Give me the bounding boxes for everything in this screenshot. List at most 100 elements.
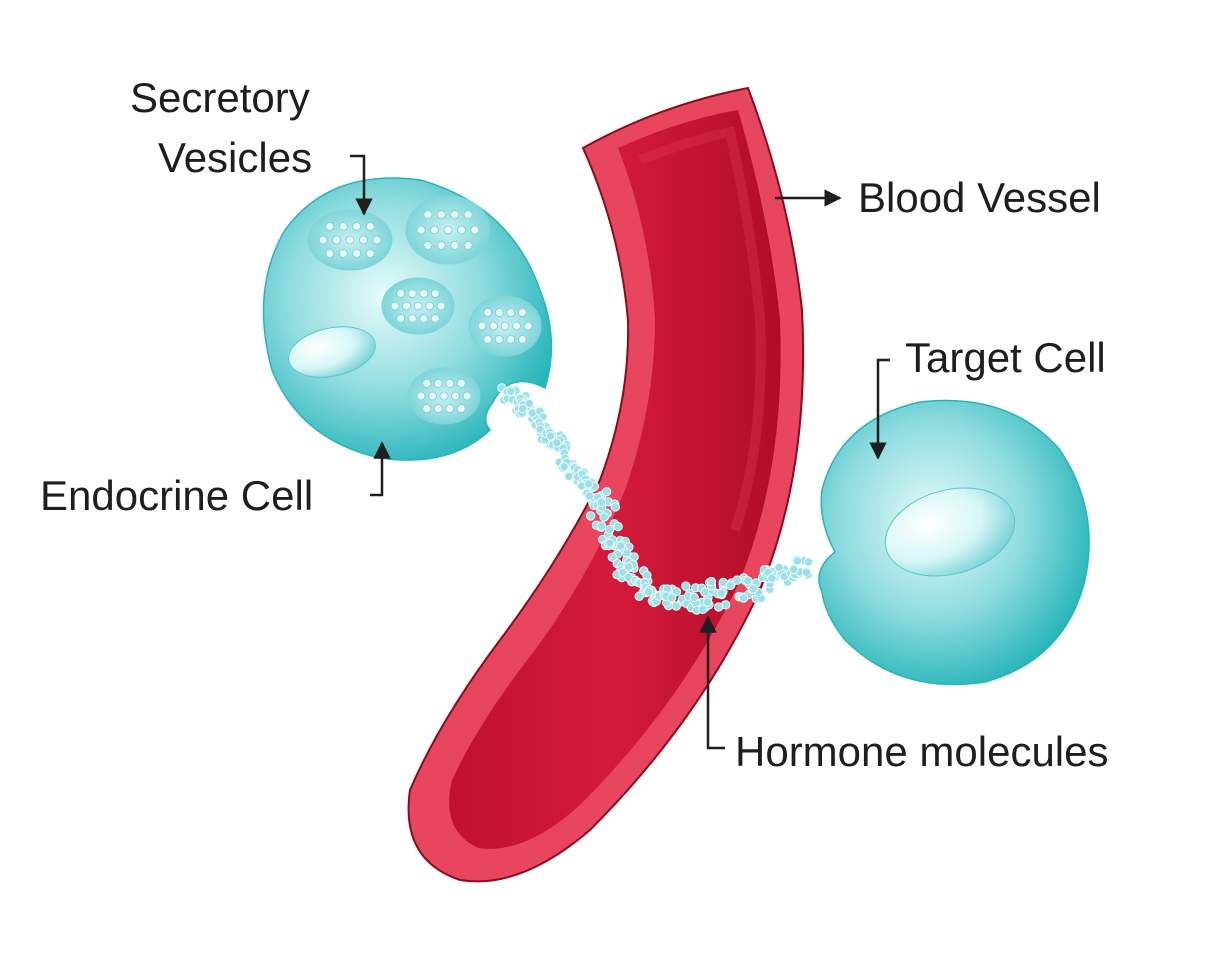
hormone-molecule: [671, 601, 681, 611]
vesicle-granule: [433, 404, 443, 414]
hormone-molecule: [601, 486, 612, 497]
vesicle-granule: [396, 288, 406, 298]
secretory-vesicles-label-line2: Vesicles: [158, 134, 312, 181]
vesicle-granule: [390, 301, 400, 311]
hormone-molecule: [610, 502, 620, 512]
vesicle-granule: [428, 391, 437, 401]
hormone-molecule: [518, 403, 528, 414]
hormone-molecule: [564, 471, 574, 482]
vesicle-granule: [430, 225, 439, 235]
vesicle-granule: [439, 391, 449, 401]
hormone-molecule: [698, 604, 708, 614]
vesicle-granule: [494, 308, 504, 317]
vesicle-granule: [445, 404, 455, 414]
vesicle-granule: [436, 240, 446, 250]
vesicle-granule: [325, 222, 335, 231]
vesicle-granule: [450, 240, 460, 250]
vesicle-granule: [523, 321, 533, 331]
hormone-molecule: [559, 462, 569, 472]
vesicle-granule: [338, 249, 348, 258]
vesicle-granule: [423, 210, 433, 220]
hormone-molecule: [527, 408, 537, 418]
vesicle-granule: [506, 335, 516, 344]
vesicle-granule: [445, 378, 455, 388]
vesicle-granule: [456, 378, 466, 388]
hormone-molecule: [599, 512, 609, 522]
vesicle-granule: [436, 210, 446, 220]
vesicle-granule: [443, 225, 453, 235]
hormone-molecule: [743, 576, 753, 586]
vesicle-granule: [451, 391, 460, 401]
vesicle-granule: [413, 301, 423, 311]
hormone-arrow: [699, 615, 725, 750]
hormone-molecules: [497, 383, 814, 615]
vesicle-granule: [372, 235, 382, 245]
vesicle-granule: [338, 222, 348, 231]
hormone-molecule: [732, 575, 742, 585]
vesicle-granule: [463, 210, 473, 220]
vessel-highlight: [638, 126, 766, 532]
vesicle-granule: [416, 225, 426, 235]
vesicle-granule: [419, 288, 429, 298]
vesicle-granule: [450, 210, 460, 220]
hormone-molecule: [524, 398, 534, 409]
vesicle-granule: [517, 308, 527, 317]
hormone-molecule: [604, 538, 615, 548]
hormone-molecule: [774, 562, 784, 573]
hormone-molecule: [713, 602, 724, 612]
vesicle-granule: [456, 404, 466, 414]
hormone-molecule: [607, 552, 618, 562]
vessel-lumen: [449, 110, 781, 849]
endocrine-cell-label: Endocrine Cell: [40, 472, 313, 519]
vesicle-granule: [457, 225, 466, 235]
endocrine-cell: [262, 177, 553, 461]
endocrine-arrow: [370, 441, 391, 497]
vesicle-granule: [477, 321, 487, 331]
vesicle-granule: [463, 240, 473, 250]
hormone-molecule: [681, 581, 691, 591]
hormone-molecule: [738, 593, 749, 603]
hormone-molecule: [702, 597, 713, 607]
target-cell: [818, 399, 1090, 686]
hormone-molecule: [725, 580, 736, 591]
blood-vessel-label: Blood Vessel: [858, 174, 1101, 221]
vesicle-granule: [352, 249, 362, 258]
hormone-molecule: [667, 593, 677, 603]
vesicle-granule: [332, 235, 341, 245]
hormone-molecule: [716, 588, 727, 598]
vesicle-granule: [517, 335, 527, 344]
vesicle-granule: [506, 308, 516, 317]
vesicle-granule: [489, 321, 498, 331]
vesicle-granule: [359, 235, 368, 245]
hormone-molecule: [767, 573, 777, 583]
vesicle-granule: [407, 288, 417, 298]
vesicle-granule: [430, 288, 440, 298]
secretory-vesicles: [307, 195, 542, 425]
vesicle-granule: [402, 301, 411, 311]
hormone-molecule: [792, 556, 803, 566]
target-cell-arrow: [869, 358, 890, 460]
vesicle-granule: [433, 378, 443, 388]
vesicle-granule: [365, 222, 375, 231]
vesicle-granule: [416, 391, 426, 401]
hormone-molecules-label: Hormone molecules: [735, 728, 1109, 775]
hormone-molecule: [596, 521, 607, 531]
hormone-molecule: [546, 431, 556, 441]
hormone-molecule: [613, 521, 623, 532]
hormone-molecule: [583, 479, 594, 489]
hormone-molecule: [643, 587, 654, 597]
target-nucleus: [884, 487, 1016, 577]
hormone-molecule: [596, 497, 606, 507]
vesicle-granule: [494, 335, 504, 344]
secretory-vesicles-label-line1: Secretory: [130, 74, 310, 121]
vesicle-granule: [422, 378, 432, 388]
vesicle-granule: [423, 240, 433, 250]
vesicle-granule: [483, 335, 493, 344]
vesicle-granule: [470, 225, 480, 235]
vesicle-granule: [407, 314, 417, 324]
hormone-molecule: [623, 562, 634, 572]
hormone-molecule: [671, 587, 682, 597]
vesicle-granule: [422, 404, 432, 414]
hormone-molecule: [803, 557, 814, 567]
